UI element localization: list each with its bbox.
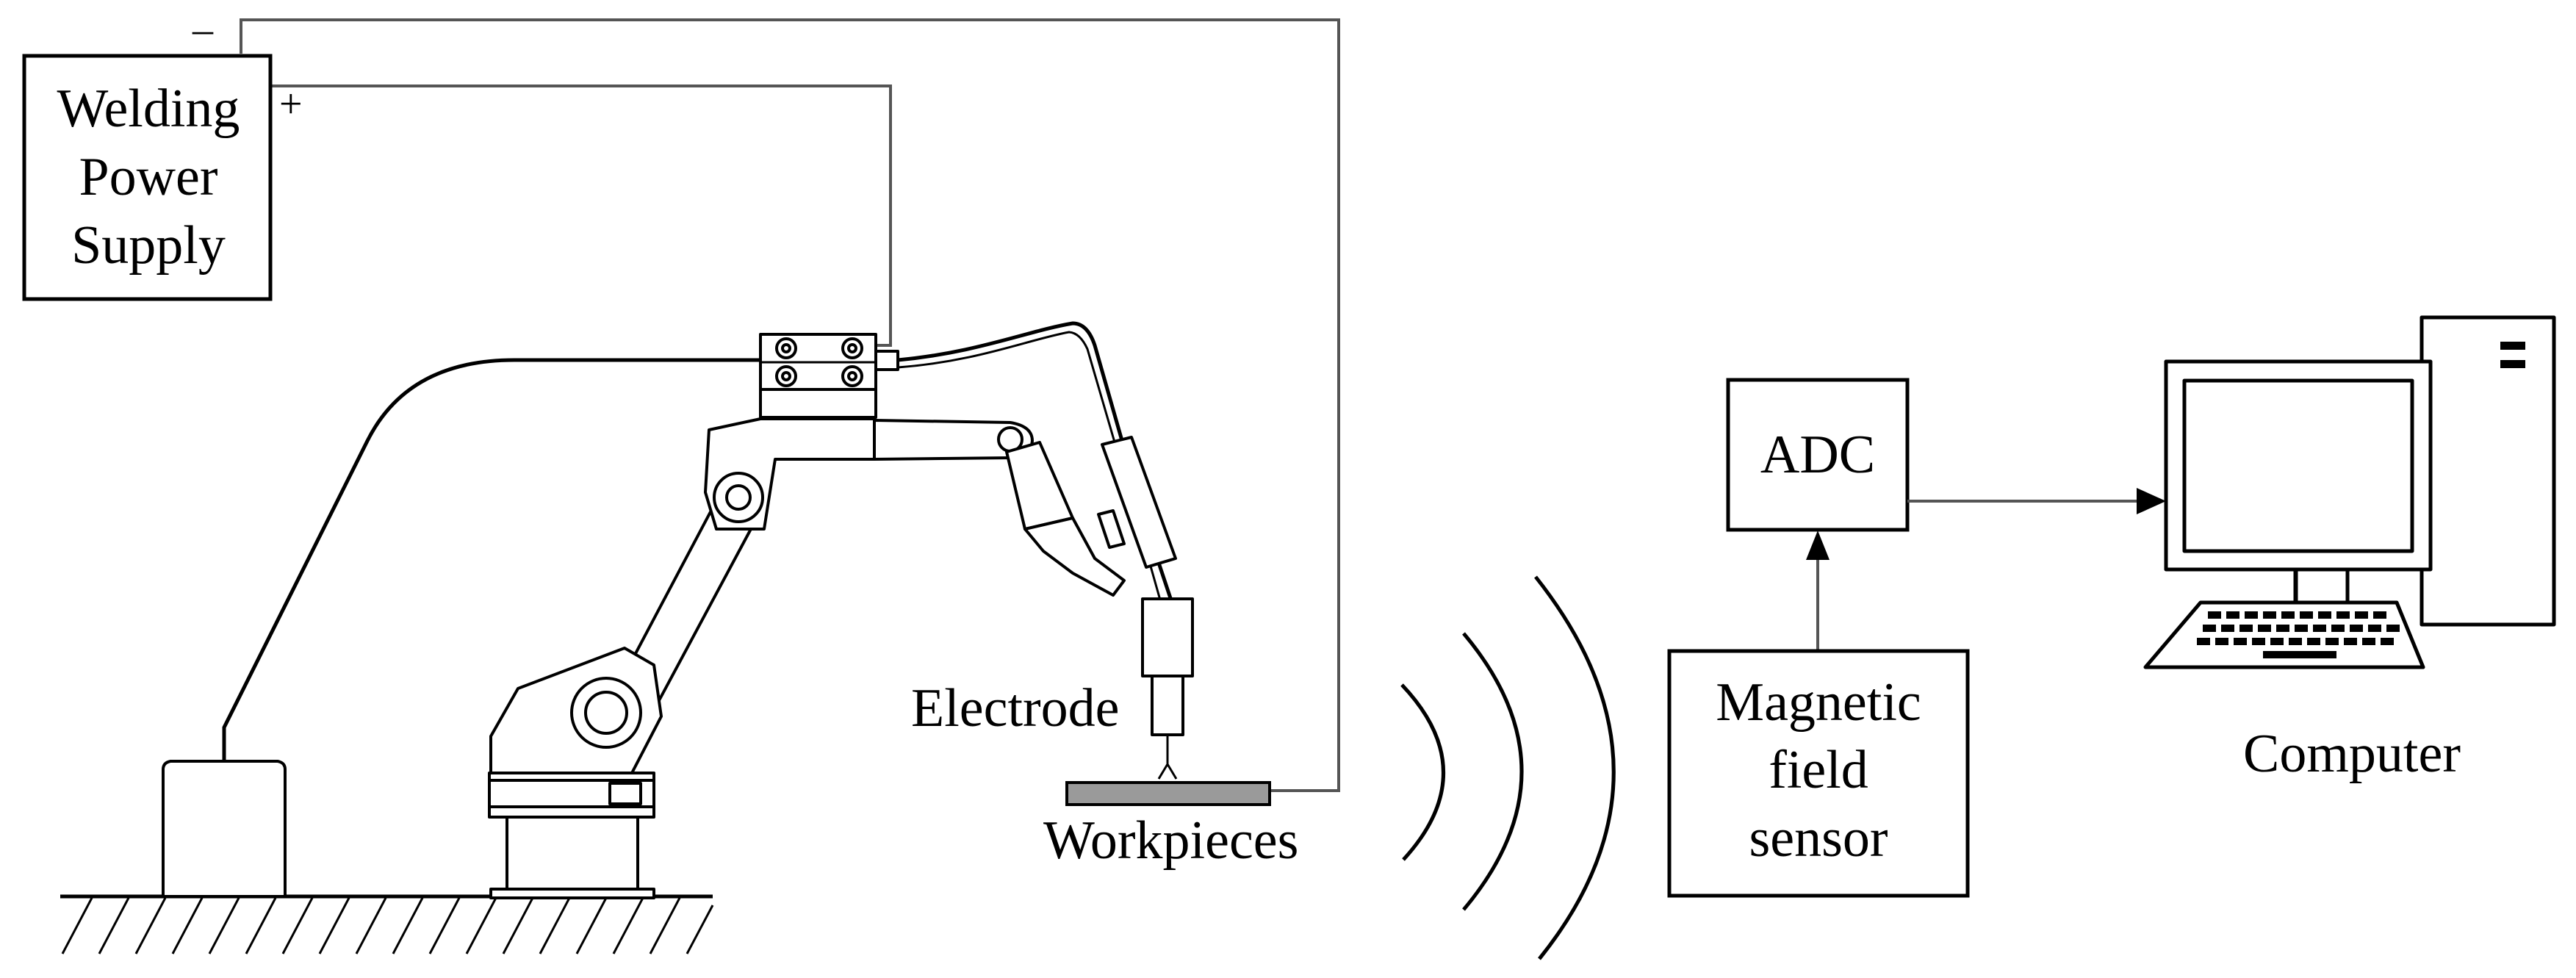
magnetic-field-sensor-box: Magnetic field sensor: [1667, 649, 1970, 898]
robot-shoulder: [704, 417, 876, 531]
computer: Computer: [2143, 315, 2556, 784]
welding-torch: [1097, 436, 1194, 780]
adc-to-computer-arrow: [1907, 488, 2166, 514]
magnetic-field-waves: [1400, 575, 1616, 960]
power-supply-label-line2: Power: [79, 147, 217, 207]
robot-lower-arm: [489, 492, 758, 774]
robot-base: [488, 772, 655, 899]
computer-label: Computer: [2243, 724, 2461, 784]
torch-cable: [897, 321, 1174, 603]
power-supply-label-line1: Welding: [57, 79, 240, 139]
robot-upper-arm: [873, 419, 1126, 597]
robot-cable-clamp: [759, 333, 899, 419]
ground: [60, 894, 714, 954]
adc-box: ADC: [1726, 378, 1910, 532]
positive-wire: [272, 85, 892, 347]
workpiece: [1065, 781, 1271, 806]
positive-terminal-sign: +: [279, 82, 303, 127]
electrode-label: Electrode: [911, 678, 1120, 738]
adc-label: ADC: [1760, 425, 1875, 485]
power-supply-label-line3: Supply: [71, 215, 226, 276]
negative-terminal-sign: –: [192, 7, 214, 52]
negative-wire: [240, 18, 1340, 792]
welding-power-supply: Welding Power Supply: [22, 54, 273, 301]
sensor-label-line2: field: [1769, 740, 1868, 800]
sensor-label-line1: Magnetic: [1716, 672, 1921, 733]
wire-feeder: [162, 358, 764, 898]
workpieces-label: Workpieces: [1043, 810, 1298, 871]
sensor-to-adc-arrow: [1806, 531, 1830, 651]
sensor-label-line3: sensor: [1749, 808, 1888, 869]
